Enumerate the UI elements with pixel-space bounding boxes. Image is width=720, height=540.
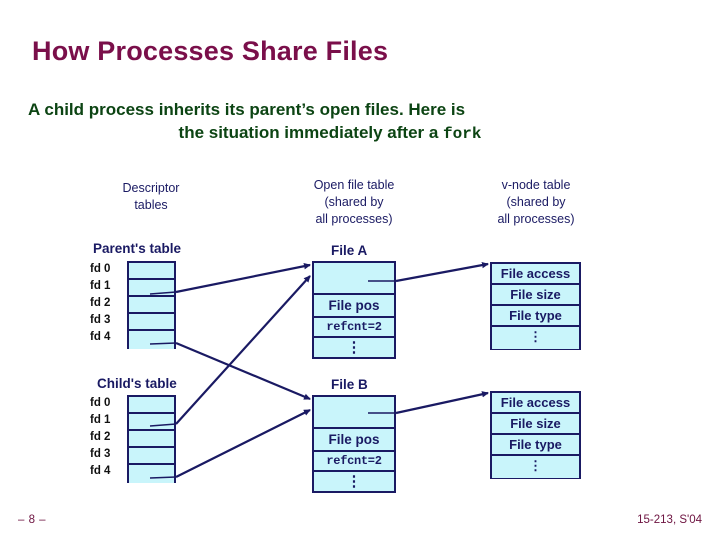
file-a-ellipsis: ⋮ [314,338,394,357]
descriptor-cell-fd4[interactable] [129,465,174,483]
footer-page-number: – 8 – [18,514,47,526]
fd-label: fd 0 [90,397,111,409]
vnode-b-ellipsis: ⋮ [492,456,579,478]
file-a-refcnt: refcnt=2 [314,318,394,338]
descriptor-cell-fd3[interactable] [129,448,174,465]
descriptor-cell-fd0[interactable] [129,263,174,280]
vnode-b-file-access: File access [492,393,579,414]
fd-label-list-parent: fd 0 fd 1 fd 2 fd 3 fd 4 [90,261,124,346]
fd-label: fd 2 [90,431,111,443]
column-header-open-file-table: Open file table (shared by all processes… [284,177,424,228]
vnode-table-b: File access File size File type ⋮ [490,391,581,479]
fd-label: fd 1 [90,280,111,292]
fd-label-list-child: fd 0 fd 1 fd 2 fd 3 fd 4 [90,395,124,480]
column-header-descriptor-tables: Descriptor tables [96,180,206,214]
vnode-a-file-size: File size [492,285,579,306]
vnode-header-line-1: v-node table [501,178,571,192]
vnode-a-file-access: File access [492,264,579,285]
vnode-a-file-type: File type [492,306,579,327]
arrow-parent-fd4-to-file-b [175,341,311,401]
file-b-pointer-cell[interactable] [314,397,394,429]
fd-label: fd 3 [90,314,111,326]
caption-childs-table: Child's table [97,376,177,391]
file-a-pointer-cell[interactable] [314,263,394,295]
caption-parents-table: Parent's table [93,241,181,256]
descriptor-cell-fd1[interactable] [129,280,174,297]
footer-course-label: 15-213, S'04 [637,514,702,526]
vnode-b-file-type: File type [492,435,579,456]
fd-label: fd 4 [90,331,111,343]
vnode-a-ellipsis: ⋮ [492,327,579,349]
vnode-table-a: File access File size File type ⋮ [490,262,581,350]
caption-file-b: File B [331,377,368,392]
arrow-parent-fd1-to-file-a [175,263,311,294]
descriptor-header-line-1: Descriptor [122,181,180,195]
caption-file-a: File A [331,243,368,258]
fd-label: fd 1 [90,414,111,426]
file-b-refcnt: refcnt=2 [314,452,394,472]
fork-keyword: fork [443,124,482,143]
file-b-file-pos: File pos [314,429,394,452]
arrow-child-fd1-to-file-a [175,275,311,425]
arrow-file-a-to-vnode-a [395,261,489,283]
descriptor-cell-fd4[interactable] [129,331,174,349]
file-a-file-pos: File pos [314,295,394,318]
openfile-header-line-3: all processes) [315,211,393,226]
column-header-vnode-table: v-node table (shared by all processes) [466,177,606,228]
descriptor-cell-fd3[interactable] [129,314,174,331]
descriptor-cell-fd2[interactable] [129,431,174,448]
descriptor-cell-fd1[interactable] [129,414,174,431]
fd-label: fd 4 [90,465,111,477]
page-title: How Processes Share Files [32,36,389,66]
descriptor-cell-fd0[interactable] [129,397,174,414]
openfile-header-line-1: Open file table [313,178,395,192]
openfile-header-line-2: (shared by [324,194,384,209]
subtitle-line-2-text: the situation immediately after a [178,122,444,142]
subtitle-line-2: the situation immediately after a fork [28,122,692,146]
vnode-header-line-2: (shared by [506,194,566,209]
descriptor-header-line-2: tables [134,197,168,212]
descriptor-cell-fd2[interactable] [129,297,174,314]
fd-label: fd 0 [90,263,111,275]
arrow-file-b-to-vnode-b [395,391,489,415]
subtitle-line-1: A child process inherits its parent’s op… [28,100,466,119]
fd-label: fd 3 [90,448,111,460]
child-descriptor-table [127,395,176,483]
open-file-table-a: File pos refcnt=2 ⋮ [312,261,396,359]
slide-subtitle: A child process inherits its parent’s op… [28,99,692,146]
file-b-ellipsis: ⋮ [314,472,394,491]
parent-descriptor-table [127,261,176,349]
vnode-header-line-3: all processes) [497,211,575,226]
vnode-b-file-size: File size [492,414,579,435]
fd-label: fd 2 [90,297,111,309]
arrow-child-fd4-to-file-b [175,409,311,478]
open-file-table-b: File pos refcnt=2 ⋮ [312,395,396,493]
